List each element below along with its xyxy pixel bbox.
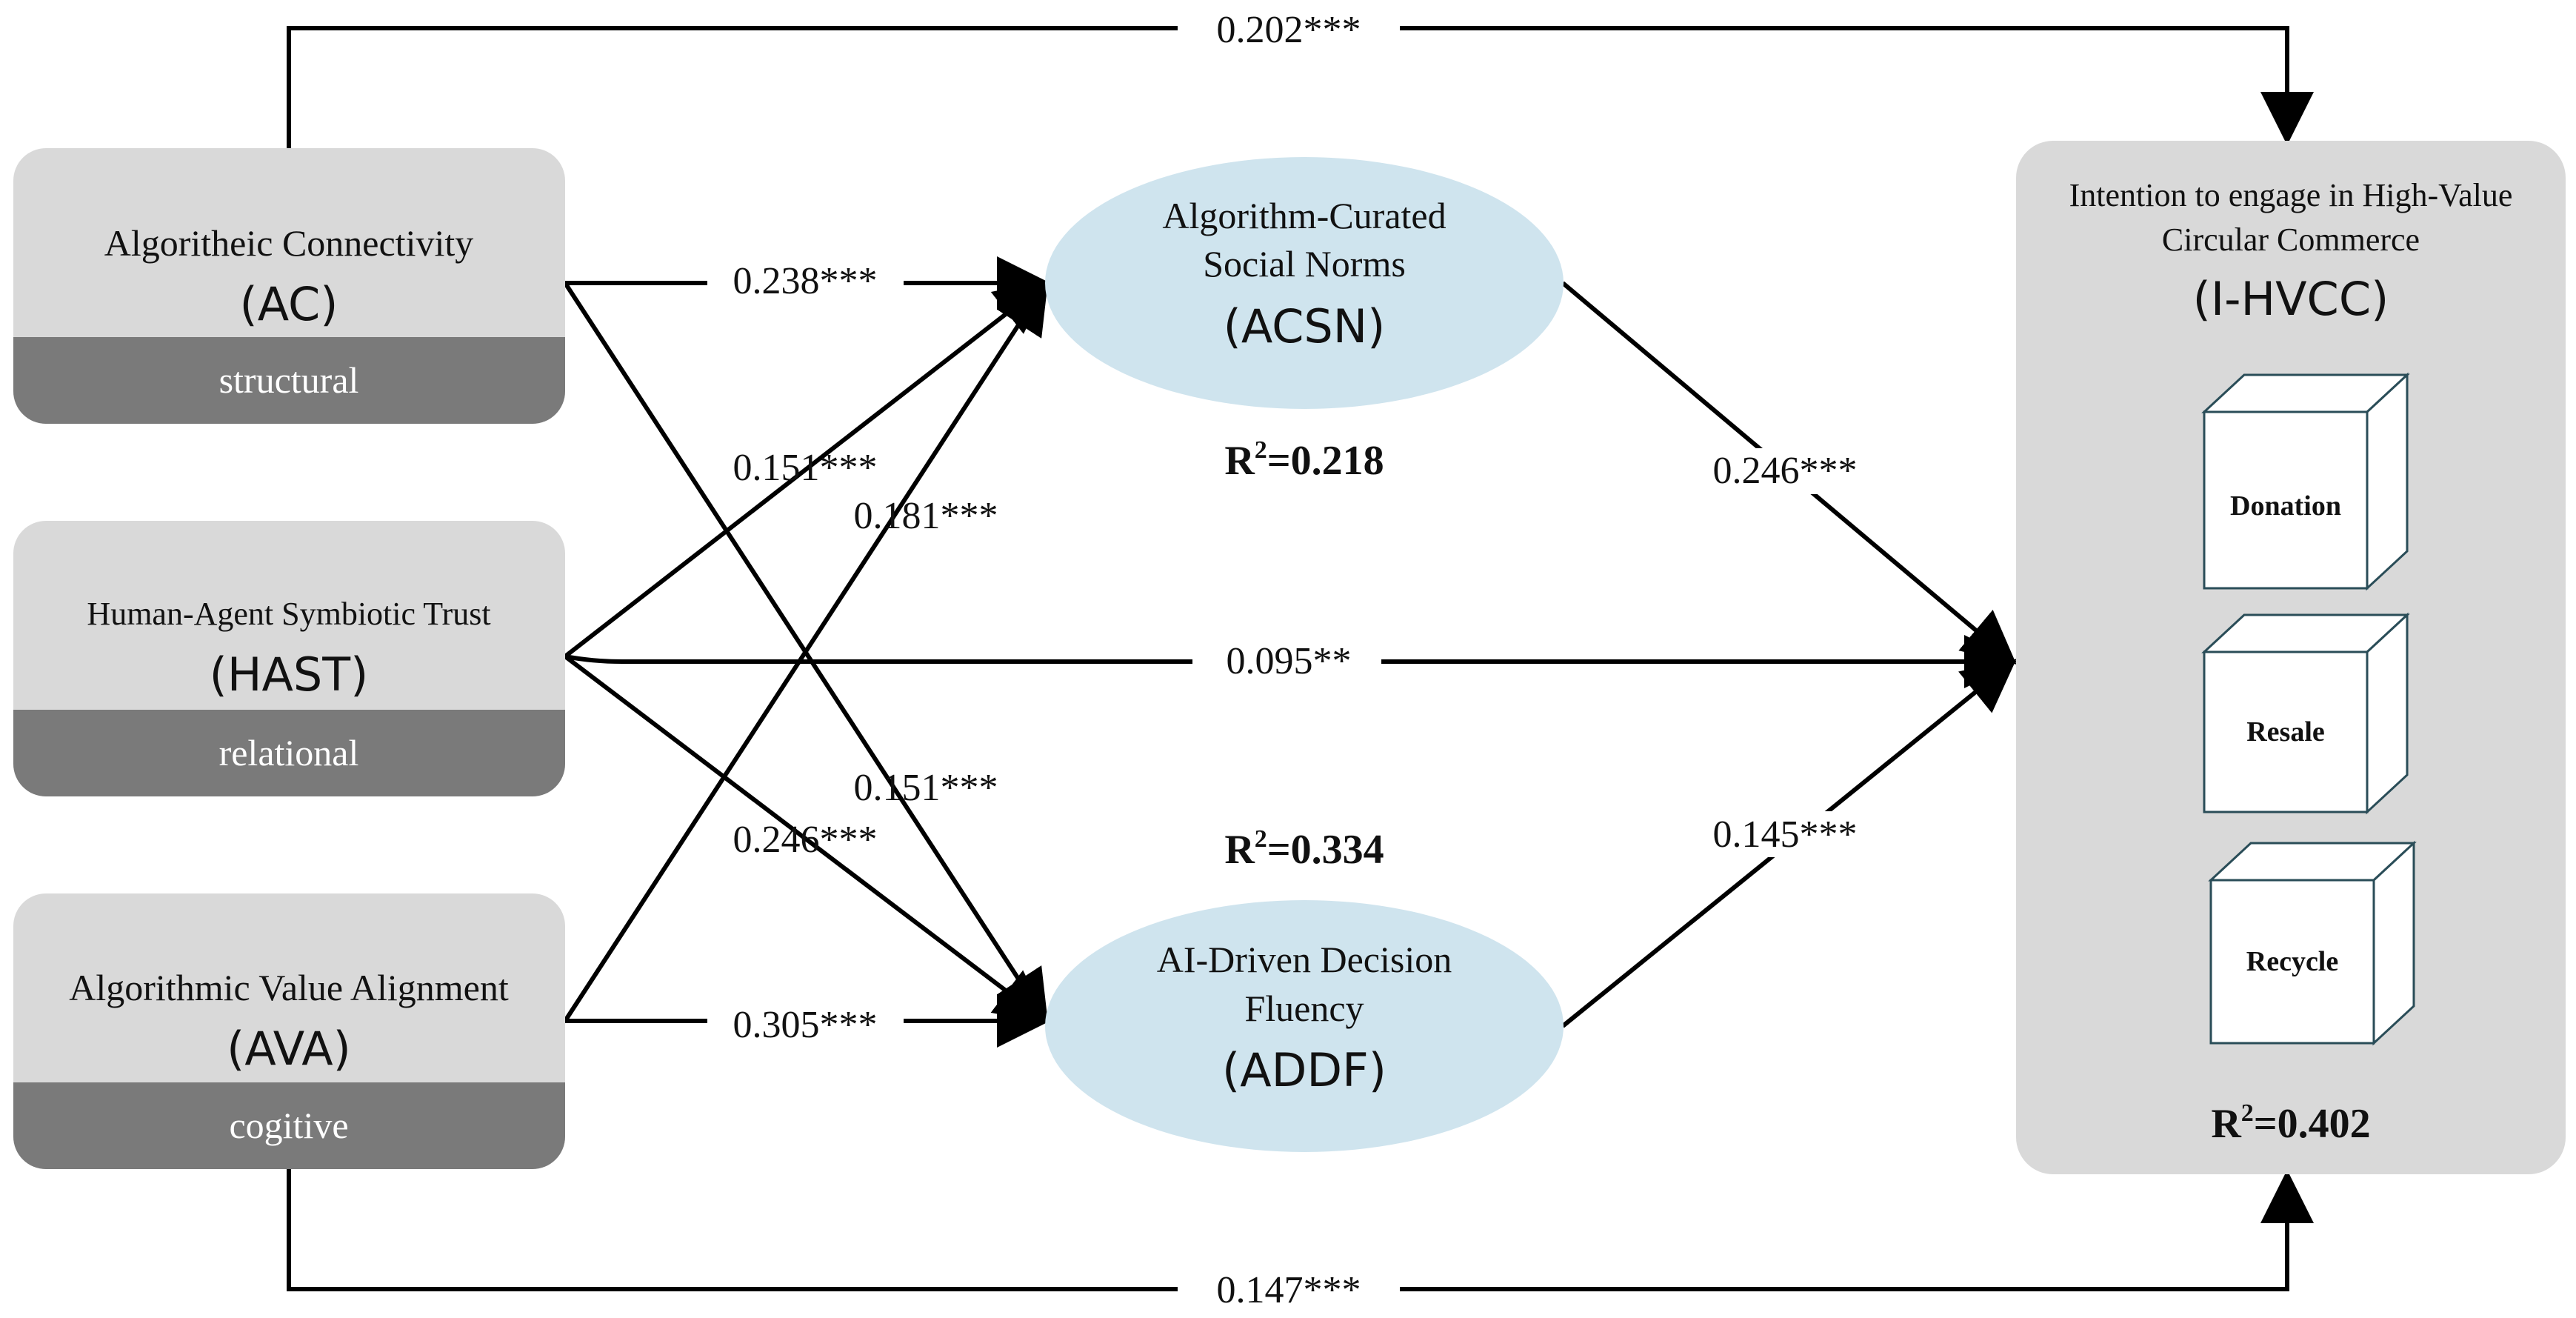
path-coefficients: 0.202*** 0.238*** 0.151*** 0.181*** 0.09… — [707, 6, 1887, 1311]
cube-label: Resale — [2246, 716, 2325, 748]
coef-ac-acsn: 0.238*** — [733, 260, 878, 302]
construct-abbr: (AC) — [240, 277, 338, 331]
coef-ava-ivcc: 0.147*** — [1217, 1269, 1361, 1311]
coef-ava-acsn: 0.181*** — [854, 495, 998, 537]
mediator-acsn: Algorithm-Curated Social Norms (ACSN) — [1045, 157, 1564, 409]
outcome-name-line1: Intention to engage in High-Value — [2069, 177, 2513, 213]
coef-hast-addf: 0.246*** — [733, 819, 878, 861]
path-arrows — [287, 26, 2314, 1291]
mediator-name-line2: Social Norms — [1203, 243, 1406, 284]
outcome-abbr: (I-HVCC) — [2193, 272, 2389, 326]
cube-label: Recycle — [2246, 946, 2338, 977]
coef-ac-ivcc: 0.202*** — [1217, 9, 1361, 51]
construct-name: Algoritheic Connectivity — [104, 222, 474, 264]
construct-ava: Algorithmic Value Alignment (AVA) cogiti… — [13, 893, 565, 1169]
coef-ac-addf: 0.151*** — [854, 767, 998, 809]
mediator-name-line2: Fluency — [1244, 988, 1364, 1029]
arrow-hast-acsn — [564, 280, 1050, 659]
arrow-ava-acsn — [563, 279, 1049, 1022]
mediator-abbr: (ACSN) — [1224, 299, 1386, 353]
cube-recycle: Recycle — [2208, 840, 2417, 1046]
outcome-name-line2: Circular Commerce — [2162, 222, 2420, 258]
coef-hast-acsn: 0.151*** — [733, 447, 878, 489]
cube-resale: Resale — [2201, 612, 2410, 815]
mediator-addf: AI-Driven Decision Fluency (ADDF) — [1045, 900, 1564, 1152]
construct-ac: Algoritheic Connectivity (AC) structural — [13, 148, 565, 424]
arrow-hast-ivcc — [564, 635, 2018, 688]
construct-name: Algorithmic Value Alignment — [69, 967, 509, 1008]
cube-label: Donation — [2230, 490, 2341, 522]
construct-abbr: (AVA) — [227, 1022, 351, 1076]
construct-name: Human-Agent Symbiotic Trust — [87, 596, 490, 632]
coef-ava-addf: 0.305*** — [733, 1004, 878, 1046]
r2-acsn: R2=0.218 — [1224, 436, 1384, 484]
construct-category: cogitive — [229, 1105, 348, 1146]
r2-addf: R2=0.334 — [1224, 825, 1384, 873]
coef-acsn-ivcc: 0.246*** — [1713, 450, 1858, 492]
construct-abbr: (HAST) — [210, 648, 369, 702]
cube-donation: Donation — [2201, 372, 2410, 591]
mediator-name-line1: Algorithm-Curated — [1162, 195, 1446, 236]
construct-category: relational — [219, 732, 359, 773]
r2-ivcc: R2=0.402 — [2211, 1099, 2370, 1147]
mediator-name-line1: AI-Driven Decision — [1157, 939, 1452, 980]
construct-hast: Human-Agent Symbiotic Trust (HAST) relat… — [13, 521, 565, 796]
outcome-ivcc: Intention to engage in High-Value Circul… — [2016, 141, 2566, 1174]
coef-addf-ivcc: 0.145*** — [1713, 813, 1858, 856]
coef-hast-ivcc: 0.095** — [1227, 640, 1352, 682]
arrow-hast-addf — [564, 654, 1050, 1024]
mediator-abbr: (ADDF) — [1222, 1043, 1387, 1097]
construct-category: structural — [219, 359, 359, 401]
